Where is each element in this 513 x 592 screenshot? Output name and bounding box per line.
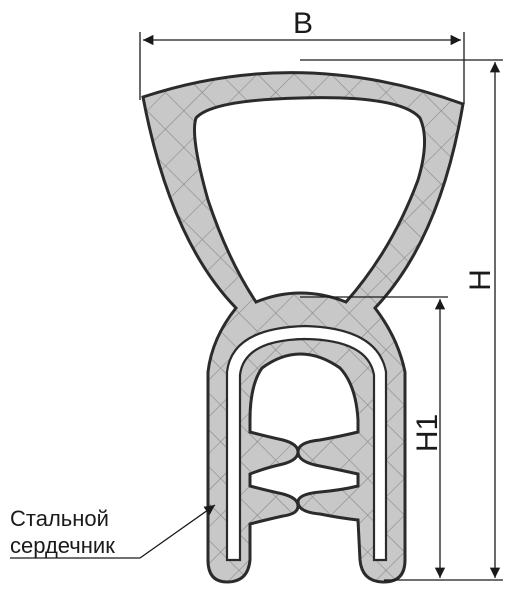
callout-leader (139, 504, 216, 559)
callout-label-line1: Стальной (10, 506, 109, 531)
callout-label-line2: сердечник (10, 533, 115, 558)
dim-h1-label: H1 (411, 414, 444, 452)
dim-b-label: B (293, 7, 313, 40)
steel-core (225, 324, 388, 562)
dim-h-label: H (464, 269, 497, 291)
